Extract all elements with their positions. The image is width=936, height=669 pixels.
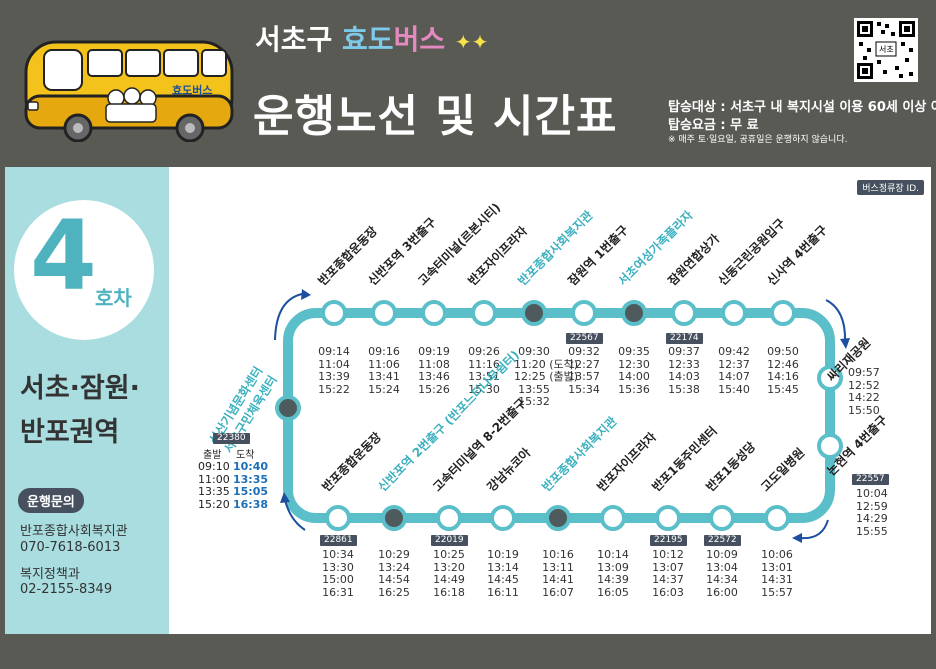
stop-times-top: 09:50 12:46 14:16 15:45 (767, 345, 799, 396)
start-arrive-time: 15:05 (233, 485, 269, 498)
start-depart-time: 13:35 (198, 485, 230, 498)
notice-text: ※ 매주 토·일요일, 공휴일은 운행하지 않습니다. (668, 135, 848, 145)
route-number: 4 (30, 200, 97, 312)
start-stop-code: 22380 (213, 433, 250, 444)
footer-bar (0, 634, 936, 669)
stop-dot-bottom (490, 505, 516, 531)
stop-times-right: 09:57 12:52 14:22 15:50 (848, 366, 880, 417)
stop-times-bottom: 10:12 13:07 14:37 16:03 (652, 548, 684, 599)
contact-badge: 운행문의 (18, 488, 84, 513)
start-arrive-time: 13:35 (233, 472, 269, 486)
stop-code-bottom: 22195 (650, 535, 687, 546)
stop-code-top: 22174 (666, 333, 703, 344)
qr-code-icon[interactable]: 서초 (854, 18, 918, 82)
stop-dot-right (817, 433, 843, 459)
stop-dot-bottom (600, 505, 626, 531)
brand-prefix: 서초구 (255, 23, 333, 56)
stop-times-bottom: 10:16 13:11 14:41 16:07 (542, 548, 574, 599)
page-title: 운행노선 및 시간표 (253, 91, 618, 142)
stop-times-right: 10:04 12:59 14:29 15:55 (856, 487, 888, 538)
stop-dot-top (471, 300, 497, 326)
qr-label: 서초 (879, 45, 894, 54)
stop-code-bottom: 22019 (431, 535, 468, 546)
eligibility-text: 탑승대상 : 서초구 내 복지시설 이용 60세 이상 어르신 (668, 100, 936, 115)
stop-times-bottom: 10:29 13:24 14:54 16:25 (378, 548, 410, 599)
route-area-line2: 반포권역 (20, 417, 120, 448)
brand-hyo: 효도 (342, 23, 394, 56)
stop-times-top: 09:19 11:08 13:46 15:26 (418, 345, 450, 396)
stop-dot-top (321, 300, 347, 326)
stop-times-top: 09:32 12:27 13:57 15:34 (568, 345, 600, 396)
stop-times-bottom: 10:19 13:14 14:45 16:11 (487, 548, 519, 599)
stop-dot-top (371, 300, 397, 326)
stop-dot-top (421, 300, 447, 326)
route-number-badge (14, 200, 154, 340)
stop-times-top: 09:26 11:16 13:51 15:30 (468, 345, 500, 396)
stop-code-bottom: 22572 (704, 535, 741, 546)
contact-org1: 반포종합사회복지관 (20, 524, 128, 539)
stop-times-bottom: 10:14 13:09 14:39 16:05 (597, 548, 629, 599)
stop-dot-top (721, 300, 747, 326)
stop-times-top: 09:14 11:04 13:39 15:22 (318, 345, 350, 396)
stop-times-top: 09:16 11:06 13:41 15:24 (368, 345, 400, 396)
contact-phone2[interactable]: 02-2155-8349 (20, 582, 113, 597)
sparkle-icon: ✦✦ (454, 30, 489, 54)
stop-dot-bottom (325, 505, 351, 531)
route-area-line1: 서초·잠원· (20, 373, 140, 404)
bus-logo-text: 효도버스 (172, 83, 212, 97)
stop-times-bottom: 10:09 13:04 14:34 16:00 (706, 548, 738, 599)
stop-dot-right (817, 365, 843, 391)
stop-times-top: 09:42 12:37 14:07 15:40 (718, 345, 750, 396)
start-depart-time: 15:20 (198, 497, 230, 511)
stop-dot-bottom (764, 505, 790, 531)
route-suffix: 호차 (95, 286, 132, 310)
stop-dot-bottom (655, 505, 681, 531)
stop-dot-top (571, 300, 597, 326)
stop-code-bottom: 22861 (320, 535, 357, 546)
brand-bus: 버스 (393, 23, 446, 56)
brand-title: 서초구 효도버스 ✦✦ (255, 18, 488, 58)
contact-phone1[interactable]: 070-7618-6013 (20, 540, 121, 555)
contact-org2: 복지정책과 (20, 567, 80, 582)
start-arrive-time: 10:40 (233, 460, 269, 473)
stop-times-top: 09:37 12:33 14:03 15:38 (668, 345, 700, 396)
stop-dot-start (275, 395, 301, 421)
stop-code-right: 22557 (852, 474, 889, 485)
stop-dot-top (521, 300, 547, 326)
stop-dot-bottom (436, 505, 462, 531)
stop-dot-bottom (381, 505, 407, 531)
bus-illustration: 효도버스 (24, 40, 234, 142)
stop-times-bottom: 10:34 13:30 15:00 16:31 (322, 548, 354, 599)
stop-times-bottom: 10:25 13:20 14:49 16:18 (433, 548, 465, 599)
bus-stop-id-label: 버스정류장 ID. (857, 180, 924, 195)
start-depart-time: 09:10 (198, 460, 230, 473)
stop-times-top: 09:35 12:30 14:00 15:36 (618, 345, 650, 396)
start-arrive-time: 16:38 (233, 497, 269, 511)
stop-code-top: 22567 (566, 333, 603, 344)
arrive-label: 도착 (236, 450, 255, 461)
stop-dot-bottom (545, 505, 571, 531)
stop-dot-top (671, 300, 697, 326)
stop-dot-top (770, 300, 796, 326)
start-depart-time: 11:00 (198, 472, 230, 486)
stop-dot-top (621, 300, 647, 326)
fare-text: 탑승요금 : 무 료 (668, 118, 759, 133)
stop-dot-bottom (709, 505, 735, 531)
depart-label: 출발 (203, 450, 222, 461)
stop-times-bottom: 10:06 13:01 14:31 15:57 (761, 548, 793, 599)
